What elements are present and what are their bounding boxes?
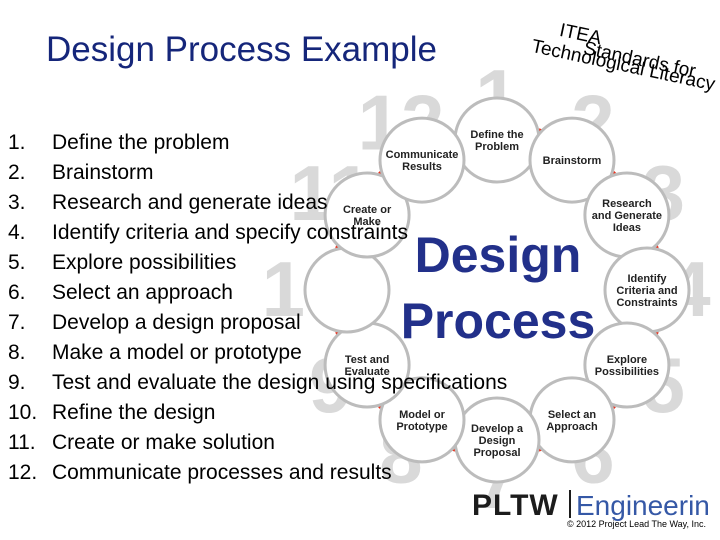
process-node-label: Evaluate [344,366,389,378]
process-node-label: Develop a [471,423,524,435]
process-node [583,321,671,409]
process-node-label: Select an [548,409,597,421]
diagram-center-process: Process [401,293,596,349]
process-node [528,116,616,204]
step-number: 8. [8,341,26,364]
design-steps-list: 1. Define the problem 2. Brainstorm 3. Resear… [8,128,507,488]
diagram-center-design: Design [415,227,582,283]
list-item: 4. Identify criteria and specify constrai… [8,218,507,248]
process-node-label: Problem [475,141,519,153]
step-number: 6. [8,281,26,304]
copyright-text: © 2012 Project Lead The Way, Inc. [566,519,706,529]
process-node [323,171,411,259]
process-node [378,376,466,464]
step-text: Create or make solution [52,431,275,454]
step-number: 12. [8,461,38,484]
step-text: Explore possibilities [52,251,237,274]
process-node-label: Identify [627,273,667,285]
process-node-label: Research [602,198,652,210]
page-title: Design Process Example [46,30,437,69]
step-number: 11. [8,431,36,454]
list-item: 3. Research and generate ideas [8,188,507,218]
step-text: Communicate processes and results [52,461,392,484]
process-node-label: Model or [399,409,446,421]
step-text: Develop a design proposal [52,311,301,334]
step-text: Test and evaluate the design using speci… [52,371,508,394]
list-item: 11. Create or make solution [8,428,507,458]
list-item: 7. Develop a design proposal [8,308,507,338]
step-text: Research and generate ideas [52,191,328,214]
step-number: 7. [8,311,26,334]
list-item: 12. Communicate processes and results [8,458,507,488]
step-number: 3. [8,191,26,214]
list-item: 6. Select an approach [8,278,507,308]
process-node-label: Ideas [613,222,641,234]
step-number: 4. [8,221,26,244]
process-node-label: Test and [345,354,389,366]
process-node-label: Explore [607,354,647,366]
engineering-logo-text: Engineering [576,490,708,521]
step-text: Make a model or prototype [52,341,302,364]
process-node-label: Prototype [396,421,447,433]
pltw-engineering-logo: PLTW Engineering [472,489,708,522]
list-item: 5. Explore possibilities [8,248,507,278]
step-text: Define the problem [52,131,230,154]
step-number: 1. [8,131,26,154]
step-text: Select an approach [52,281,233,304]
process-node-label: Brainstorm [543,155,602,167]
step-number: 5. [8,251,26,274]
step-number: 9. [8,371,26,394]
list-item: 8. Make a model or prototype [8,338,507,368]
step-text: Brainstorm [52,161,154,184]
process-node-label: Create or [343,204,392,216]
process-node-label: Possibilities [595,366,659,378]
step-text: Refine the design [52,401,216,424]
list-item: 2. Brainstorm [8,158,507,188]
list-item: 10. Refine the design [8,398,507,428]
process-node-label: Approach [546,421,598,433]
process-node-label: Define the [470,129,523,141]
process-node-label: Results [402,161,442,173]
process-node-label: Communicate [386,149,459,161]
process-node-label: and Generate [592,210,662,222]
step-number: 2. [8,161,26,184]
process-node [378,116,466,204]
process-node-label: Design [479,435,516,447]
list-item: 9. Test and evaluate the design using spe… [8,368,507,398]
step-text: Identify criteria and specify constraint… [52,221,408,244]
pltw-logo-text: PLTW [472,489,559,522]
process-node-label: Proposal [473,447,520,459]
step-number: 10. [8,401,38,424]
process-node-label: Make [353,216,381,228]
list-item: 1. Define the problem [8,128,507,158]
process-node-label: Criteria and [616,285,677,297]
process-node-label: Constraints [616,297,677,309]
